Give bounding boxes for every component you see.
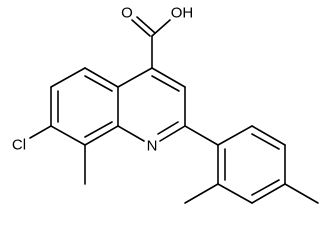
bond-para-methyl — [284, 183, 319, 204]
bond-c4a-c5-inner — [84, 75, 113, 92]
bond-c4-c4a — [117, 67, 153, 88]
bond-c4-c3-inner — [151, 75, 180, 92]
bond-c7-c8 — [50, 125, 86, 146]
bond-a5-a6 — [217, 183, 253, 204]
chloro-label: Cl — [12, 137, 26, 154]
bond-a4-a5 — [251, 183, 286, 204]
chemical-structure-diagram: O OH N Cl — [12, 5, 319, 204]
bond-c2-aryl — [184, 125, 219, 146]
hydroxyl-label: OH — [171, 5, 194, 22]
bond-c7-cl — [29, 125, 52, 139]
carbonyl-oxygen-label: O — [121, 5, 133, 22]
bond-carboxyl-double-o-1 — [131, 19, 151, 37]
carboxylic-acid-group: O OH — [121, 5, 193, 69]
pyridine-ring: N — [117, 67, 186, 155]
ring-nitrogen-label: N — [147, 138, 158, 155]
dimethylphenyl-ring — [184, 125, 319, 204]
bond-a1-a2 — [217, 125, 253, 146]
bond-c2-n1 — [159, 125, 186, 142]
bond-c5-c6 — [50, 67, 86, 88]
bond-carboxyl-double-o-2 — [136, 16, 156, 34]
bond-a2-a3 — [251, 125, 286, 146]
bond-c8-c8a — [84, 125, 119, 146]
bond-a2-a3-inner — [251, 133, 280, 150]
bond-c4-c3 — [151, 67, 186, 88]
bond-c4a-c5 — [84, 67, 119, 88]
bond-c2-n1-inner — [157, 121, 179, 135]
bond-carboxyl-oh — [151, 19, 171, 37]
bond-ortho-methyl — [184, 183, 219, 204]
bond-n1-c8a — [117, 125, 145, 142]
benzo-ring: Cl — [12, 67, 119, 185]
bond-a4-a5-inner — [251, 179, 280, 196]
bond-c8-c8a-inner — [84, 121, 113, 138]
